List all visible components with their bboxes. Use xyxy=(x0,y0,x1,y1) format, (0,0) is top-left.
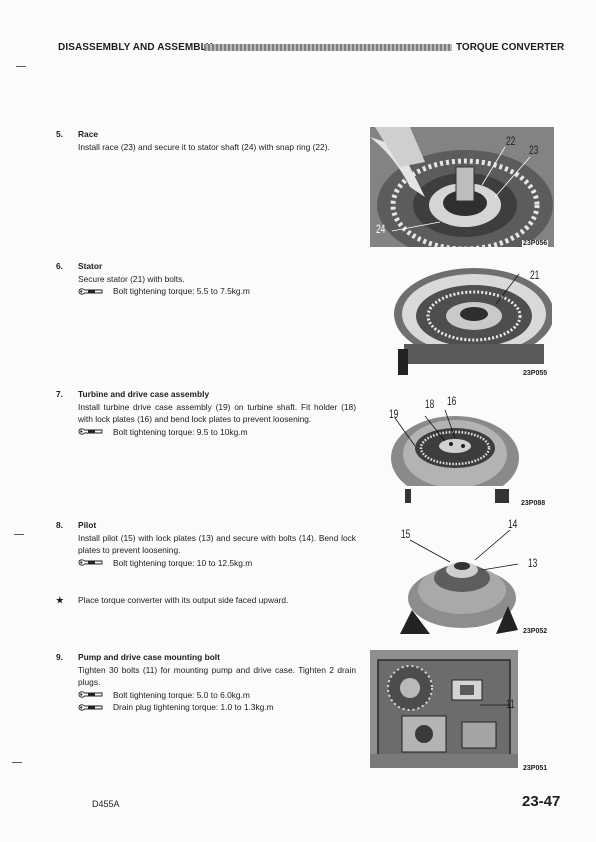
figure-code: 23P052 xyxy=(522,628,549,635)
callout-label: 15 xyxy=(401,527,411,541)
callout-label: 19 xyxy=(389,407,399,421)
figure-race-photo xyxy=(370,127,554,247)
page-number: 23-47 xyxy=(522,793,561,810)
step-5: 5. Race Install race (23) and secure it … xyxy=(56,128,356,153)
torque-text: Bolt tightening torque: 5.5 to 7.5kg.m xyxy=(113,286,250,296)
torque-wrench-icon xyxy=(78,690,104,699)
figure-code: 23P051 xyxy=(522,765,549,772)
margin-mark xyxy=(16,66,26,67)
torque-wrench-icon xyxy=(78,287,104,296)
topic-title: TORQUE CONVERTER xyxy=(456,42,565,53)
torque-spec: Bolt tightening torque: 9.5 to 10kg.m xyxy=(78,426,356,439)
step-title: Turbine and drive case assembly xyxy=(78,389,210,399)
torque-text: Bolt tightening torque: 9.5 to 10kg.m xyxy=(113,426,248,437)
torque-spec: Bolt tightening torque: 5.5 to 7.5kg.m xyxy=(78,285,356,298)
step-number: 8. xyxy=(56,520,63,530)
torque-text: Bolt tightening torque: 5.0 to 6.0kg.m xyxy=(113,689,250,700)
step-6: 6. Stator Secure stator (21) with bolts.… xyxy=(56,260,356,298)
step-number: 9. xyxy=(56,652,63,662)
step-title: Pump and drive case mounting bolt xyxy=(78,652,220,662)
figure-stator-photo xyxy=(384,254,552,380)
step-title: Pilot xyxy=(78,520,97,530)
torque-spec: Bolt tightening torque: 10 to 12.5kg.m xyxy=(78,557,356,570)
step-text: Install race (23) and secure it to stato… xyxy=(78,141,330,152)
callout-label: 13 xyxy=(528,556,538,570)
star-icon: ★ xyxy=(56,595,64,605)
figure-code: 23P056 xyxy=(522,240,549,247)
callout-label: 21 xyxy=(530,268,540,282)
margin-mark xyxy=(14,534,24,535)
torque-spec: Drain plug tightening torque: 1.0 to 1.3… xyxy=(78,701,356,714)
callout-label: 14 xyxy=(508,517,518,531)
callout-label: 22 xyxy=(506,134,516,148)
figure-code: 23P055 xyxy=(522,370,549,377)
note: ★ Place torque converter with its output… xyxy=(56,595,288,605)
step-number: 7. xyxy=(56,389,63,399)
figure-turbine-photo xyxy=(385,396,525,506)
torque-wrench-icon xyxy=(78,703,104,712)
header-rule xyxy=(204,44,452,51)
step-title: Stator xyxy=(78,261,103,271)
step-text: Secure stator (21) with bolts. xyxy=(78,273,185,284)
figure-code: 23P088 xyxy=(520,500,547,507)
figure-pilot-photo xyxy=(400,530,518,634)
torque-wrench-icon xyxy=(78,558,104,567)
step-7: 7. Turbine and drive case assembly Insta… xyxy=(56,388,356,438)
torque-spec: Bolt tightening torque: 5.0 to 6.0kg.m xyxy=(78,689,356,702)
model-code: D455A xyxy=(92,799,120,809)
step-title: Race xyxy=(78,129,99,139)
note-text: Place torque converter with its output s… xyxy=(78,595,289,605)
callout-label: 24 xyxy=(376,222,386,236)
figure-pump-photo xyxy=(370,650,518,768)
step-text: Tighten 30 bolts (11) for mounting pump … xyxy=(78,664,356,688)
callout-label: 23 xyxy=(529,143,539,157)
callout-label: 11 xyxy=(506,697,515,711)
step-9: 9. Pump and drive case mounting bolt Tig… xyxy=(56,651,356,714)
callout-label: 16 xyxy=(447,394,457,408)
step-text: Install turbine drive case assembly (19)… xyxy=(78,401,356,425)
torque-text: Bolt tightening torque: 10 to 12.5kg.m xyxy=(113,557,253,568)
step-number: 6. xyxy=(56,261,63,271)
torque-text: Drain plug tightening torque: 1.0 to 1.3… xyxy=(113,702,274,712)
margin-mark xyxy=(12,762,22,763)
step-text: Install pilot (15) with lock plates (13)… xyxy=(78,532,356,556)
section-title: DISASSEMBLY AND ASSEMBLY xyxy=(58,42,213,53)
torque-wrench-icon xyxy=(78,427,104,436)
step-8: 8. Pilot Install pilot (15) with lock pl… xyxy=(56,519,356,569)
step-number: 5. xyxy=(56,129,63,139)
callout-label: 18 xyxy=(425,397,435,411)
